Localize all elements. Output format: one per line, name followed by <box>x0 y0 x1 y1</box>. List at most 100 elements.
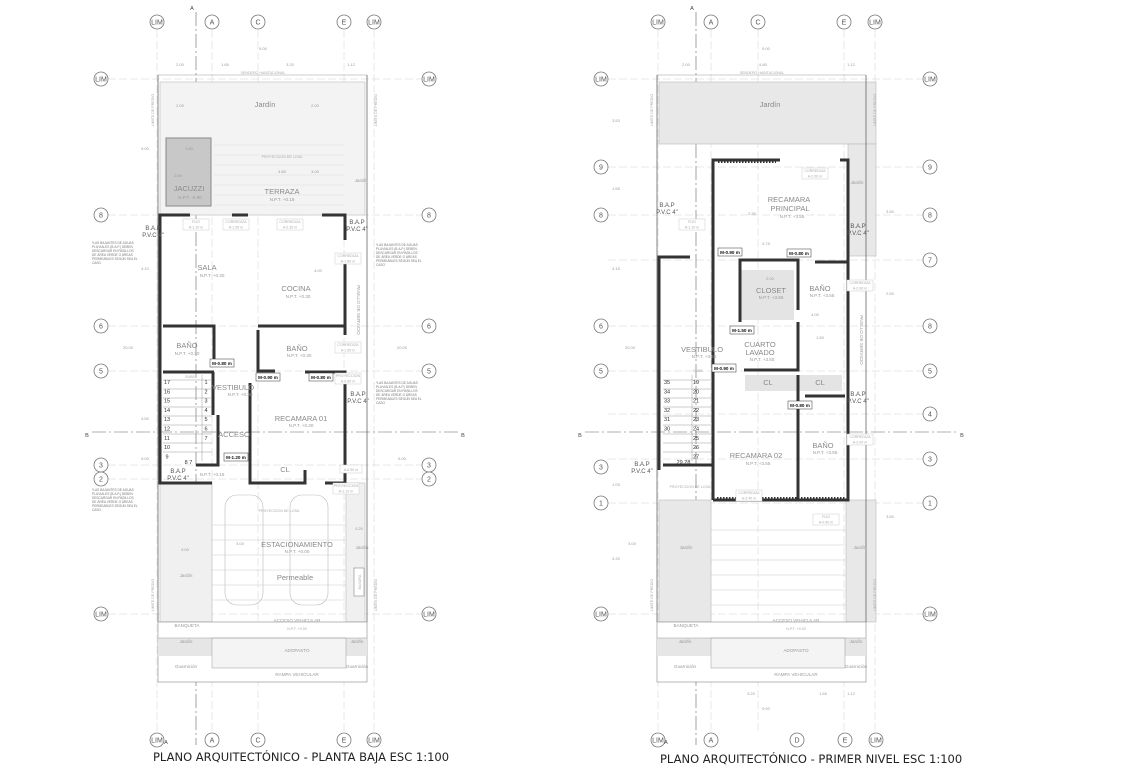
grid-bubble-label: 4 <box>928 411 932 418</box>
grid-bubble <box>336 732 352 748</box>
stair-number: 7 <box>204 436 207 442</box>
grid-bubble <box>593 71 609 87</box>
level-label: N.P.T. +0.30 <box>200 273 225 278</box>
grid-bubble-label: LIM <box>151 19 163 26</box>
room-bano: BAÑO <box>286 344 307 353</box>
door-tag <box>223 452 249 462</box>
section-b-marker: B <box>85 433 89 439</box>
stair-number: 34 <box>664 389 670 395</box>
dimension: 1.05 <box>612 482 621 487</box>
dimension: 1.50 <box>816 335 825 340</box>
stairs <box>663 375 712 461</box>
stairs <box>163 375 212 461</box>
stair-number: 5 <box>204 417 207 423</box>
grid-bubble <box>837 732 853 748</box>
grid-bubble <box>922 451 938 467</box>
room-cocina: COCINA <box>281 284 310 293</box>
jardin-label: Jardín <box>680 545 693 550</box>
window-size: A-2.00 m <box>853 287 868 291</box>
grid-bubble-label: 6 <box>427 323 431 330</box>
window-tag <box>801 167 829 180</box>
guarnicion-label: Guarnición <box>346 664 369 669</box>
door-label: M-0.90 m <box>258 375 278 380</box>
dimension: 5.00 <box>398 456 407 461</box>
window-tag <box>339 464 363 474</box>
grid-bubble <box>593 606 609 622</box>
grid-bubble-label: 8 <box>928 212 932 219</box>
grid-bubble-label: LIM <box>869 19 881 26</box>
limite-label: LIMITE DE PREDIO <box>151 579 155 612</box>
grid-bubble-label: 6 <box>99 323 103 330</box>
front-garden-right <box>845 499 877 623</box>
grid-bubble <box>204 732 220 748</box>
window-type: PROYECCION <box>334 484 359 488</box>
grid-bubble-label: 5 <box>928 368 932 375</box>
grid-bubble <box>868 732 884 748</box>
jardin-label: Jardín <box>851 180 864 185</box>
dimension: 2.00 <box>176 62 185 67</box>
bap-label: P.V.C 4" <box>847 399 868 405</box>
sube-label: SUBE <box>185 375 195 379</box>
window-tag <box>812 513 840 526</box>
grid-bubble <box>922 252 938 268</box>
room-bano: BAÑO <box>812 441 833 450</box>
door-tag <box>308 372 334 382</box>
bap-label: P.V.C 4" <box>656 210 677 216</box>
stair-number: 29 28 <box>677 460 691 466</box>
grid-bubble <box>421 318 437 334</box>
grid-bubble-label: E <box>342 19 347 26</box>
level-label: N.P.T. +0.15 <box>270 197 295 202</box>
level-label: N.P.T. +0.15 <box>200 472 225 477</box>
level-label: N.P.T. +3.55 <box>746 461 771 466</box>
window-type: CORREDIZA <box>337 254 359 258</box>
dimension: 4.15 <box>612 266 621 271</box>
closets-fill <box>745 375 842 391</box>
level-label: N.P.T. +0.30 <box>287 353 312 358</box>
window-type: FIJO <box>822 515 830 519</box>
note-text: *LAS BAJANTES DE AGUAS PLUVIALES (B.A.P.… <box>376 381 422 405</box>
trash-bin <box>353 567 365 597</box>
grid-bubble-label: LIM <box>595 76 607 83</box>
stair-number: 26 <box>693 445 699 451</box>
dimension: 9.00 <box>259 46 268 51</box>
dimension: 1.12 <box>847 691 856 696</box>
note-text: *LAS BAJANTES DE AGUAS PLUVIALES (B.A.P.… <box>92 488 138 512</box>
car-outline <box>224 494 264 606</box>
grid-bubble <box>867 14 883 30</box>
grid-bubble <box>149 14 165 30</box>
level-label: N.P.T. +3.55 <box>813 450 838 455</box>
bap-label: B.A.P <box>850 224 865 230</box>
grid-bubble-label: LIM <box>652 19 664 26</box>
window-type: CORREDIZA <box>337 343 359 347</box>
door-label: M-1.50 m <box>732 328 752 333</box>
grid-bubble <box>336 14 352 30</box>
front-garden-right <box>345 482 366 623</box>
level-label: N.P.T. +0.00 <box>786 627 805 631</box>
grid-bubble-label: C <box>755 19 760 26</box>
stair-number: 33 <box>664 399 670 405</box>
dimension: 2.30 <box>748 211 757 216</box>
adopasto-strip <box>710 637 846 669</box>
grid-bubble-label: 3 <box>427 462 431 469</box>
window-tag <box>334 341 362 354</box>
door-label: M-0.80 m <box>789 251 809 256</box>
dimension: 3.00 <box>236 541 245 546</box>
jacuzzi <box>165 137 212 207</box>
room-vestibulo: VESTIBULO <box>681 345 723 354</box>
door-label: M-0.90 m <box>714 366 734 371</box>
stair-number: 6 <box>204 427 207 433</box>
note-text: *LAS BAJANTES DE AGUAS PLUVIALES (B.A.P.… <box>376 243 422 267</box>
closet-label: CL <box>280 465 290 474</box>
garden-strip <box>845 638 866 656</box>
grid-bubble-label: 8 <box>599 212 603 219</box>
section-b-marker: B <box>578 433 582 439</box>
stair-number: 30 <box>664 427 670 433</box>
grid-bubble <box>789 732 805 748</box>
parking-stripes <box>711 529 846 606</box>
grid-bubble <box>922 495 938 511</box>
grid-bubble-label: A <box>210 19 215 26</box>
window-size: A-2.00 m <box>853 441 868 445</box>
stair-number: 23 <box>693 417 699 423</box>
level-label: N.P.T. +3.55 <box>759 295 784 300</box>
